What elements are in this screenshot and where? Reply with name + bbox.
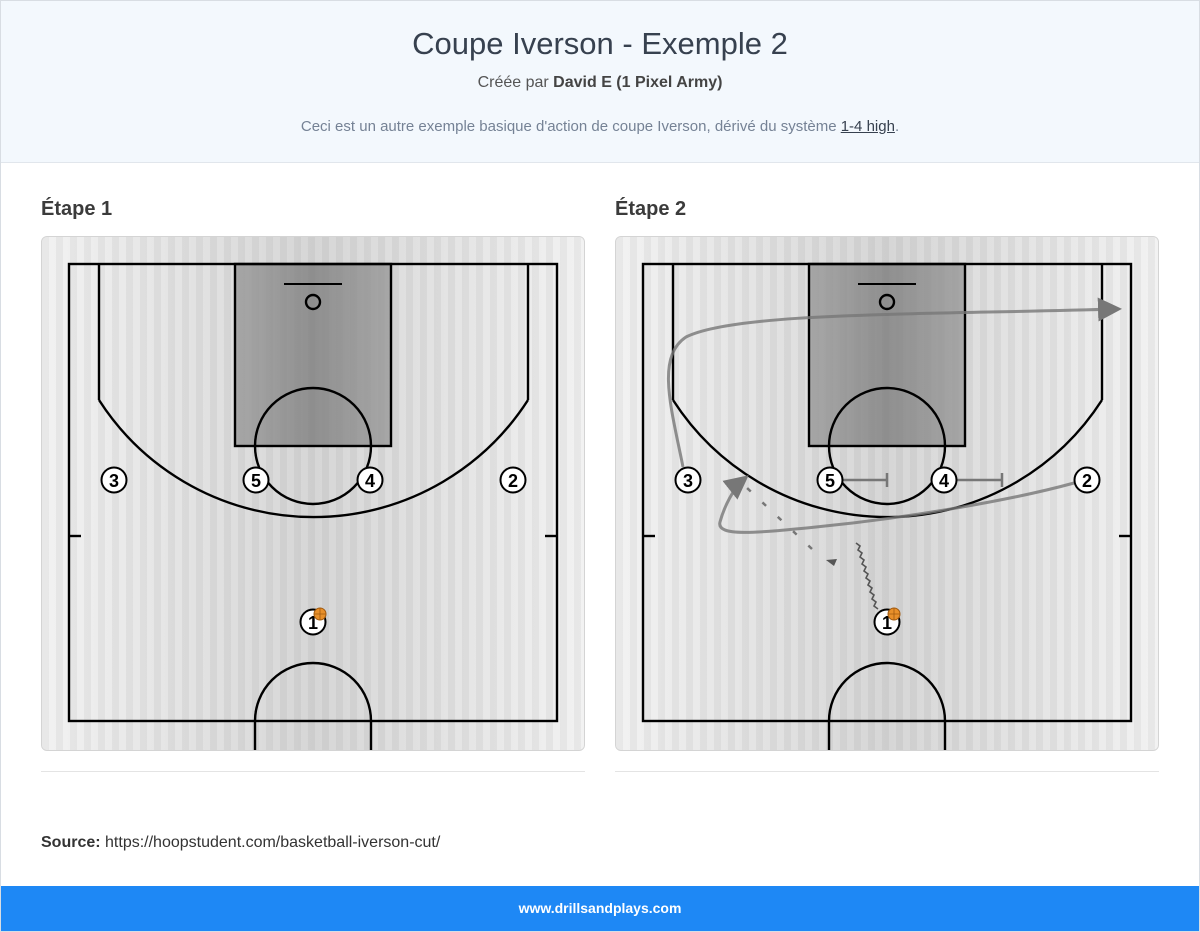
description-suffix: .	[894, 118, 900, 135]
player-2-label: 2	[1082, 471, 1092, 491]
description-text: Ceci est un autre exemple basique d'acti…	[300, 118, 837, 135]
player-5[interactable]: 5	[816, 466, 844, 494]
source-url[interactable]: https://hoopstudent.com/basketball-ivers…	[105, 834, 441, 851]
free-throw-circle	[253, 386, 373, 506]
three-point-arc	[97, 399, 530, 519]
player-5[interactable]: 5	[242, 466, 270, 494]
description: Ceci est un autre exemple basique d'acti…	[1, 118, 1199, 135]
player-2-label: 2	[508, 471, 518, 491]
step-2-title: Étape 2	[615, 198, 687, 220]
player-2[interactable]: 2	[499, 466, 527, 494]
lane	[233, 262, 393, 448]
free-throw-circle	[827, 386, 947, 506]
step-1-title: Étape 1	[41, 198, 113, 220]
player-4-label: 4	[939, 471, 949, 491]
player-4[interactable]: 4	[356, 466, 384, 494]
ball-icon	[313, 607, 327, 621]
player-4-label: 4	[365, 471, 375, 491]
player-4[interactable]: 4	[930, 466, 958, 494]
step-1-court: 3 5 4 2 1	[41, 236, 585, 751]
cut-path-player-3	[666, 297, 1122, 468]
player-1-label: 1	[308, 613, 318, 633]
screen-player-4	[957, 473, 1004, 487]
cut-path-player-2	[718, 475, 1075, 534]
byline-prefix: Créée par	[477, 74, 549, 91]
byline: Créée par David E (1 Pixel Army)	[1, 74, 1199, 92]
player-3[interactable]: 3	[100, 466, 128, 494]
player-3-label: 3	[683, 471, 693, 491]
player-5-label: 5	[251, 471, 261, 491]
paint-area	[809, 264, 965, 446]
page-title: Coupe Iverson - Exemple 2	[412, 26, 788, 61]
player-5-label: 5	[825, 471, 835, 491]
footer-site-link[interactable]: www.drillsandplays.com	[518, 900, 682, 916]
paint-area	[235, 264, 391, 446]
dribble-path-player-1	[855, 542, 879, 610]
source-line: Source: https://hoopstudent.com/basketba…	[41, 834, 440, 852]
three-point-arc	[671, 399, 1104, 519]
center-circle	[827, 661, 947, 722]
step-2-separator	[615, 771, 1159, 772]
court-diagram: 3 5 4 2 1	[42, 237, 584, 750]
author-name: David E (1 Pixel Army)	[553, 74, 723, 91]
ball-icon	[887, 607, 901, 621]
page-header: Coupe Iverson - Exemple 2 Créée par Davi…	[1, 1, 1199, 163]
system-link[interactable]: 1-4 high	[840, 118, 895, 135]
source-label: Source:	[41, 834, 101, 851]
player-1-label: 1	[882, 613, 892, 633]
step-1-separator	[41, 771, 585, 772]
player-2[interactable]: 2	[1073, 466, 1101, 494]
player-3[interactable]: 3	[674, 466, 702, 494]
court-diagram: 3 5 4 2 1	[616, 237, 1158, 750]
pass-path	[745, 486, 813, 550]
rim	[878, 293, 896, 311]
rim	[304, 293, 322, 311]
dribble-arrow-icon	[826, 559, 837, 566]
player-3-label: 3	[109, 471, 119, 491]
footer: www.drillsandplays.com	[1, 886, 1199, 931]
screen-player-5	[843, 473, 889, 487]
lane	[807, 262, 967, 448]
center-circle	[253, 661, 373, 722]
step-2-court: 3 5 4 2 1	[615, 236, 1159, 751]
